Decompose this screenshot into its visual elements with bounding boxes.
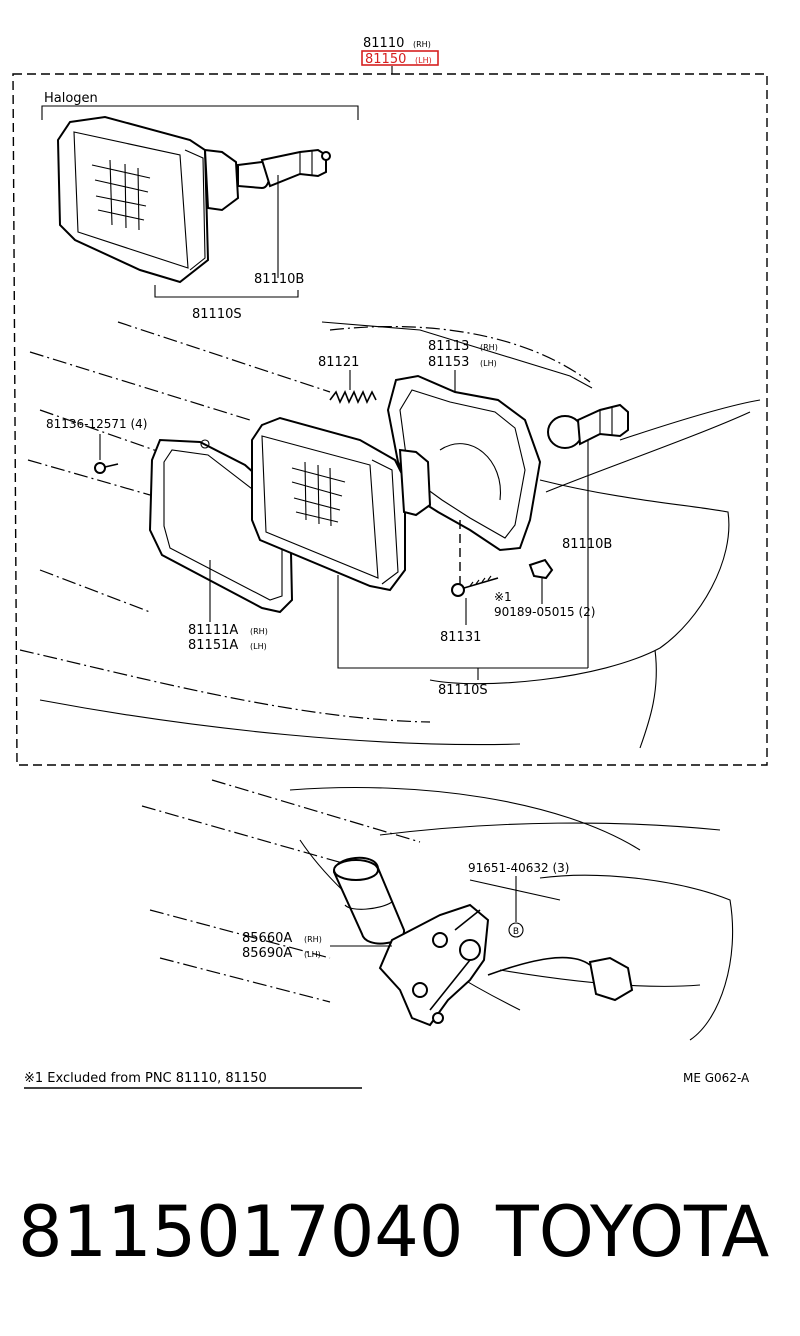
inset-bulb-label[interactable]: 81110B <box>254 272 304 287</box>
housing-lh-label[interactable]: 81153 <box>428 355 469 370</box>
main-part-side: (RH) <box>413 40 431 49</box>
mark1-label: ※1 <box>494 590 512 604</box>
unit-label[interactable]: 81110S <box>438 683 488 698</box>
bezel-rh-label[interactable]: 81111A <box>188 623 238 638</box>
adjuster-81131[interactable] <box>451 575 499 597</box>
screw-label[interactable]: 81136-12571 (4) <box>46 417 148 431</box>
bezel-rh-side: (RH) <box>250 627 268 636</box>
bolt-label[interactable]: 91651-40632 (3) <box>468 861 570 875</box>
housing-lh-side: (LH) <box>480 359 497 368</box>
motor-lh-side: (LH) <box>304 950 321 959</box>
footer-part-number: 8115017040 <box>18 1191 463 1273</box>
diagram-code: ME G062-A <box>683 1071 750 1085</box>
bolt-mark-circle <box>508 922 524 938</box>
motor-rh-label[interactable]: 85660A <box>242 931 292 946</box>
halogen-headlamp[interactable] <box>56 115 331 284</box>
assembly-boundary <box>12 73 768 766</box>
bulb-label[interactable]: 81110B <box>562 537 612 552</box>
inset-unit-label[interactable]: 81110S <box>192 307 242 322</box>
clip-90189[interactable] <box>528 558 554 580</box>
adjuster-label[interactable]: 81131 <box>440 630 481 645</box>
sealed-headlamp[interactable] <box>251 416 432 592</box>
highlight-part-number[interactable]: 81150 <box>365 52 406 67</box>
inset-title: Halogen <box>44 91 98 106</box>
bolt-mark: B <box>513 927 519 937</box>
screw-81136[interactable] <box>94 462 119 474</box>
spring-label[interactable]: 81121 <box>318 355 359 370</box>
footer-brand: TOYOTA <box>495 1191 769 1273</box>
retractor-motor-85660a[interactable] <box>332 856 634 1027</box>
motor-lh-label[interactable]: 85690A <box>242 946 292 961</box>
bezel-lh-side: (LH) <box>250 642 267 651</box>
spring-81121[interactable] <box>329 390 377 404</box>
highlight-box <box>361 50 439 66</box>
bezel-lh-label[interactable]: 81151A <box>188 638 238 653</box>
main-part-number[interactable]: 81110 <box>363 36 404 51</box>
footnote: ※1 Excluded from PNC 81110, 81150 <box>24 1071 267 1086</box>
housing-rh-label[interactable]: 81113 <box>428 339 469 354</box>
halogen-inset: Halogen 81110B 81110S <box>41 91 359 322</box>
housing-rh-side: (RH) <box>480 343 498 352</box>
bulb-81110b[interactable] <box>547 403 629 449</box>
car-body-upper <box>19 321 761 749</box>
clip-label[interactable]: 90189-05015 (2) <box>494 605 596 619</box>
highlight-part-side: (LH) <box>415 56 432 65</box>
motor-rh-side: (RH) <box>304 935 322 944</box>
header-callout: 81110 (RH) 81150 (LH) <box>361 36 439 74</box>
